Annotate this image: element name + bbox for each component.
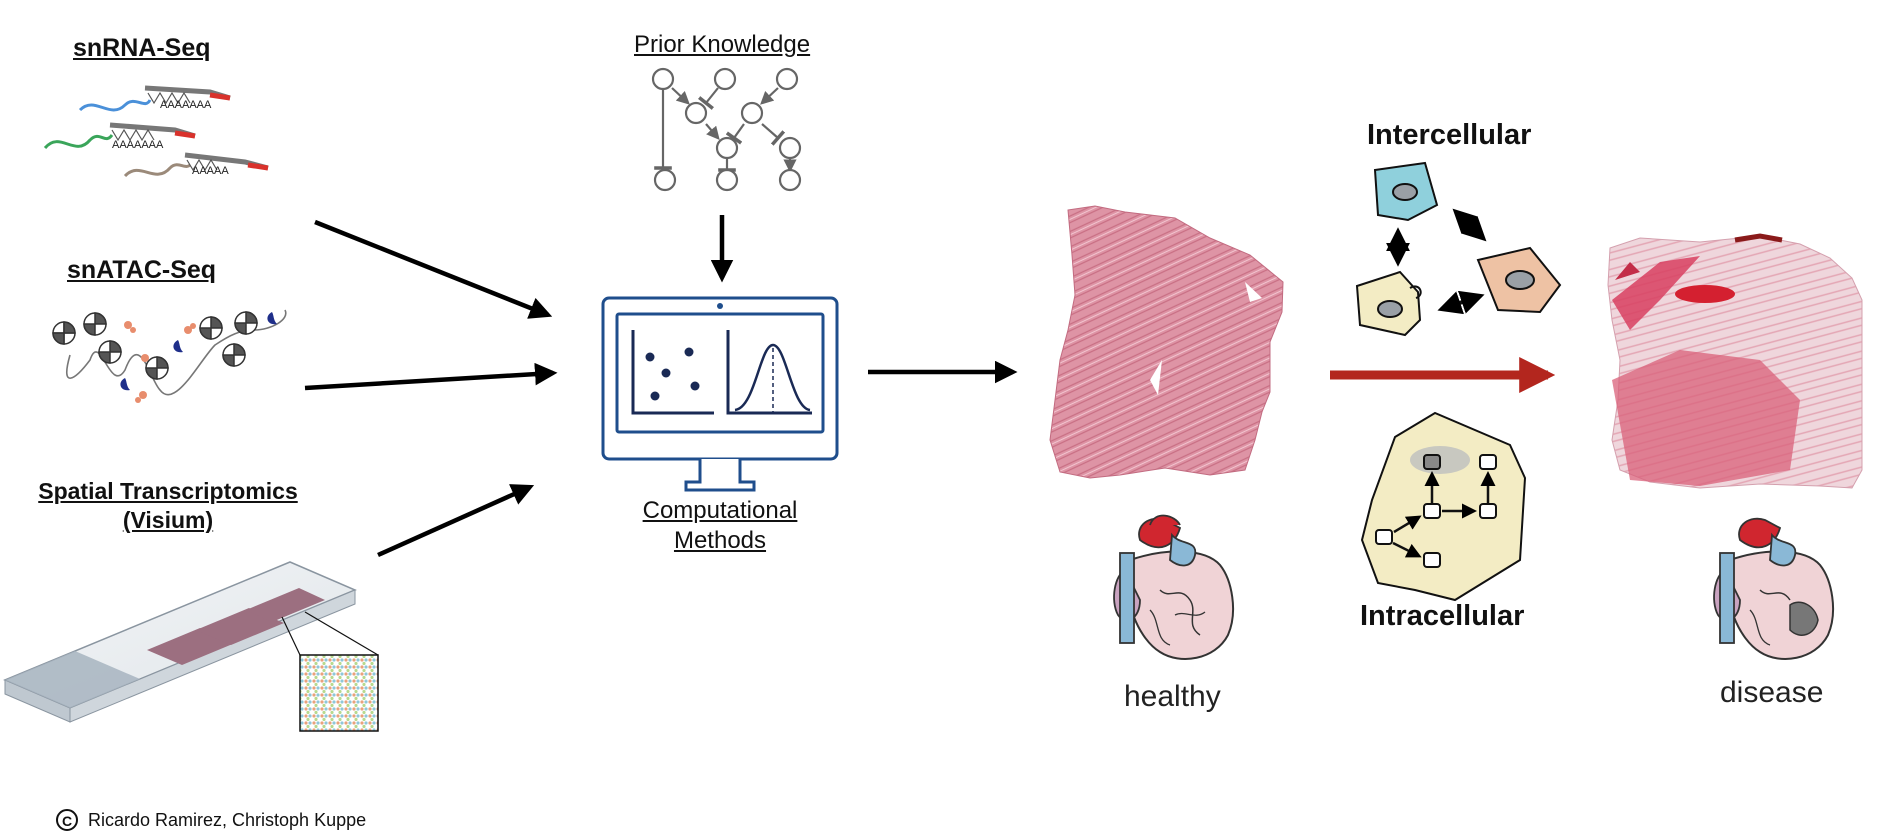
disease-tissue-section (1607, 233, 1863, 489)
copyright-symbol: C (62, 813, 72, 829)
snrna-reads-icon: AAAAAAA AAAAAAA AAAAA (43, 85, 269, 178)
intercellular-title: Intercellular (1367, 119, 1532, 151)
snrna-polya-1: AAAAAAA (160, 99, 212, 111)
disease-heart-icon (1713, 517, 1835, 660)
input-arrows (304, 215, 1018, 558)
intracellular-network-icon (1360, 411, 1527, 602)
visium-slide-icon (3, 561, 379, 732)
arrow-snatac-to-methods (304, 362, 558, 391)
methods-label-line1: Computational (642, 497, 798, 524)
snatac-title: snATAC-Seq (67, 256, 217, 284)
arrow-spatial-to-methods (377, 484, 535, 558)
prior-knowledge-network-icon (651, 67, 802, 192)
snrna-title: snRNA-Seq (73, 34, 211, 62)
spatial-title-line1: Spatial Transcriptomics (38, 478, 298, 504)
intracellular-title: Intracellular (1360, 600, 1525, 632)
snatac-chromatin-icon (52, 309, 287, 403)
healthy-label: healthy (1124, 680, 1221, 713)
healthy-heart-icon (1113, 514, 1235, 660)
healthy-tissue-section (1049, 205, 1284, 479)
methods-label-line2: Methods (673, 527, 767, 554)
arrow-snrna-to-methods (314, 219, 553, 319)
credit-text: Ricardo Ramirez, Christoph Kuppe (88, 810, 367, 830)
computer-monitor-icon (601, 296, 839, 492)
copyright-icon: C (56, 809, 78, 831)
prior-knowledge-title: Prior Knowledge (634, 31, 811, 58)
spatial-title-line2: (Visium) (122, 507, 214, 533)
snrna-polya-2: AAAAAAA (112, 139, 164, 151)
intercellular-cells-icon (1355, 161, 1562, 337)
disease-label: disease (1720, 676, 1824, 709)
snrna-polya-3: AAAAA (192, 165, 229, 177)
